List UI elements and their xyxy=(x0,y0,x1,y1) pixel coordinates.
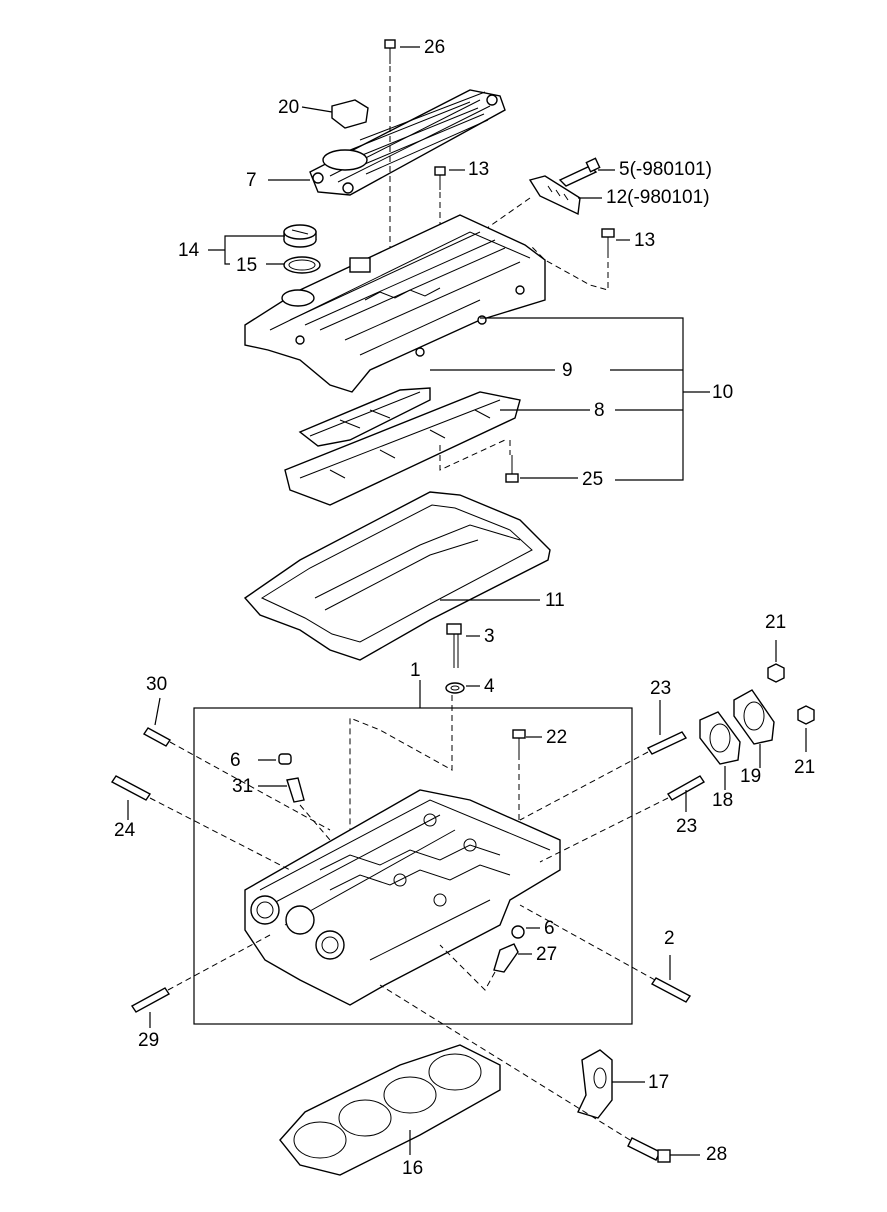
part-7-cover-plate xyxy=(309,89,506,196)
callout-27: 27 xyxy=(536,944,557,965)
part-23a-stud xyxy=(519,731,688,821)
callout-21-top: 21 xyxy=(765,612,786,633)
part-21a-nut xyxy=(767,663,785,683)
callout-4: 4 xyxy=(484,676,495,697)
callout-12: 12(-980101) xyxy=(606,187,710,208)
part-24-stud xyxy=(110,775,291,871)
part-1-group-frame xyxy=(193,707,633,1025)
callout-9: 9 xyxy=(562,360,573,381)
part-14-oil-cap xyxy=(283,224,317,248)
part-30-dowel xyxy=(142,727,331,831)
callout-14: 14 xyxy=(178,240,200,261)
callout-labels: 26 20 7 13 5(-980101) 12(-980101) 13 14 … xyxy=(114,37,815,1179)
part-6b-valve-seal xyxy=(511,925,525,939)
part-16-head-gasket xyxy=(279,1044,501,1176)
callout-8: 8 xyxy=(594,400,605,421)
callout-15: 15 xyxy=(236,255,257,276)
part-9-baffle xyxy=(298,387,431,447)
part-25-bolt xyxy=(439,439,519,483)
part-15-seal-ring xyxy=(283,256,321,274)
callout-6-top: 6 xyxy=(230,750,241,771)
part-11-cover-gasket xyxy=(243,491,551,661)
part-1-cylinder-head xyxy=(244,789,561,1006)
callout-21-right: 21 xyxy=(794,757,815,778)
callout-3: 3 xyxy=(484,626,495,647)
callout-18: 18 xyxy=(712,790,733,811)
part-22-bolt xyxy=(512,729,526,820)
part-6a-valve-seal xyxy=(278,753,292,765)
part-3-bolt xyxy=(446,623,462,668)
part-10-head-cover xyxy=(244,214,546,393)
part-18-gasket xyxy=(699,711,741,765)
part-4-washer xyxy=(349,682,465,905)
part-20-cap-plate xyxy=(331,99,369,129)
callout-16: 16 xyxy=(402,1158,423,1179)
part-27-valve-guide xyxy=(439,943,519,991)
callout-24: 24 xyxy=(114,820,136,841)
callout-6-bottom: 6 xyxy=(544,918,555,939)
callout-2: 2 xyxy=(664,928,675,949)
callout-7: 7 xyxy=(246,170,257,191)
callout-23-top: 23 xyxy=(650,678,671,699)
part-28-bolt xyxy=(379,984,671,1163)
leader-lines xyxy=(127,46,807,1156)
part-8-baffle xyxy=(284,391,521,506)
callout-23-bottom: 23 xyxy=(676,816,697,837)
callout-5: 5(-980101) xyxy=(619,159,712,180)
part-31-valve-guide xyxy=(286,777,331,841)
callout-31: 31 xyxy=(232,776,253,797)
callout-29: 29 xyxy=(138,1030,159,1051)
callout-22: 22 xyxy=(546,727,567,748)
callout-20: 20 xyxy=(278,97,299,118)
callout-13-top: 13 xyxy=(468,159,489,180)
part-21b-nut xyxy=(797,705,815,725)
callout-10: 10 xyxy=(712,382,733,403)
callout-25: 25 xyxy=(582,469,603,490)
callout-30: 30 xyxy=(146,674,167,695)
callout-1: 1 xyxy=(410,660,421,681)
callout-19: 19 xyxy=(740,766,761,787)
callout-11: 11 xyxy=(545,590,565,611)
callout-26: 26 xyxy=(424,37,445,58)
part-17-bracket xyxy=(577,1049,613,1119)
callout-13-right: 13 xyxy=(634,230,655,251)
part-13b-bolt xyxy=(529,228,615,291)
part-5-screw xyxy=(558,157,601,187)
part-29-stud xyxy=(130,934,271,1013)
callout-17: 17 xyxy=(648,1072,669,1093)
callout-28: 28 xyxy=(706,1144,727,1165)
part-2-stud xyxy=(519,904,692,1003)
part-23b-stud xyxy=(539,775,706,863)
part-19-gasket xyxy=(733,689,775,745)
